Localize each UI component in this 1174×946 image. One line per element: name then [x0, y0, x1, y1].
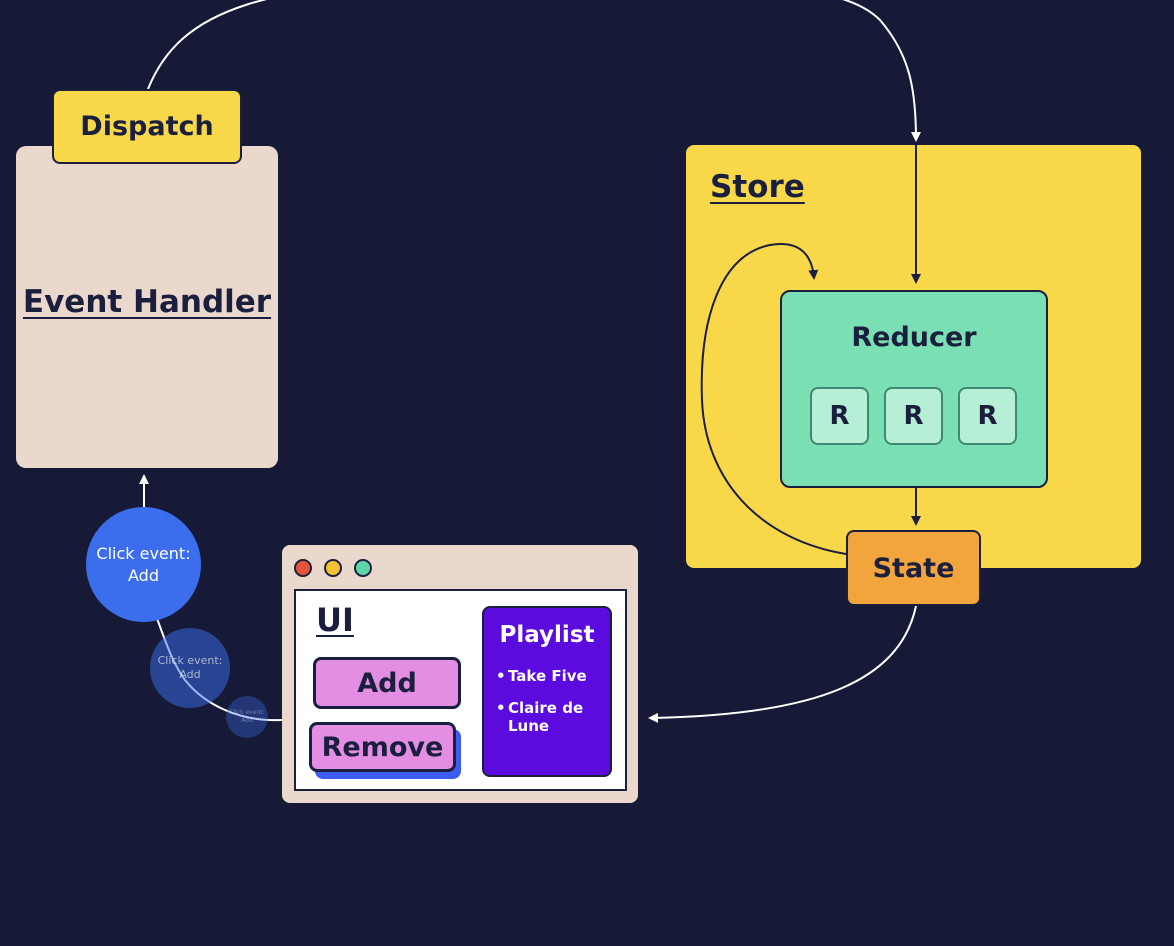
playlist-panel: Playlist Take Five Claire de Lune	[482, 606, 612, 777]
dispatch-box: Dispatch	[52, 89, 242, 164]
playlist-item: Take Five	[496, 667, 606, 685]
arrow-dispatch-to-store	[147, 0, 921, 142]
add-button[interactable]: Add	[313, 657, 461, 709]
event-handler-box: Event Handler	[16, 146, 278, 468]
reducer-box: Reducer R R R	[780, 290, 1048, 488]
arrow-state-loop	[700, 243, 847, 555]
window-maximize-dot	[354, 559, 372, 577]
playlist-item: Claire de Lune	[496, 699, 606, 735]
window-minimize-dot	[324, 559, 342, 577]
click-event-bubble: Click event: Add	[86, 507, 201, 622]
remove-button[interactable]: Remove	[309, 722, 456, 772]
ui-title: UI	[316, 601, 354, 639]
click-event-bubble-faintest: Click event: Add	[226, 696, 268, 738]
reducer-title: Reducer	[851, 322, 977, 353]
reducer-item: R	[810, 387, 869, 445]
ui-content: UI Add Remove Playlist Take Five Claire …	[294, 589, 627, 791]
ui-window: UI Add Remove Playlist Take Five Claire …	[282, 545, 638, 803]
click-event-bubble-faded: Click event: Add	[150, 628, 230, 708]
reducer-item: R	[958, 387, 1017, 445]
state-box: State	[846, 530, 981, 606]
arrow-state-to-ui	[648, 605, 917, 723]
playlist-title: Playlist	[499, 622, 595, 648]
store-title: Store	[710, 169, 805, 205]
window-close-dot	[294, 559, 312, 577]
event-handler-title: Event Handler	[22, 284, 272, 320]
reducer-item: R	[884, 387, 943, 445]
